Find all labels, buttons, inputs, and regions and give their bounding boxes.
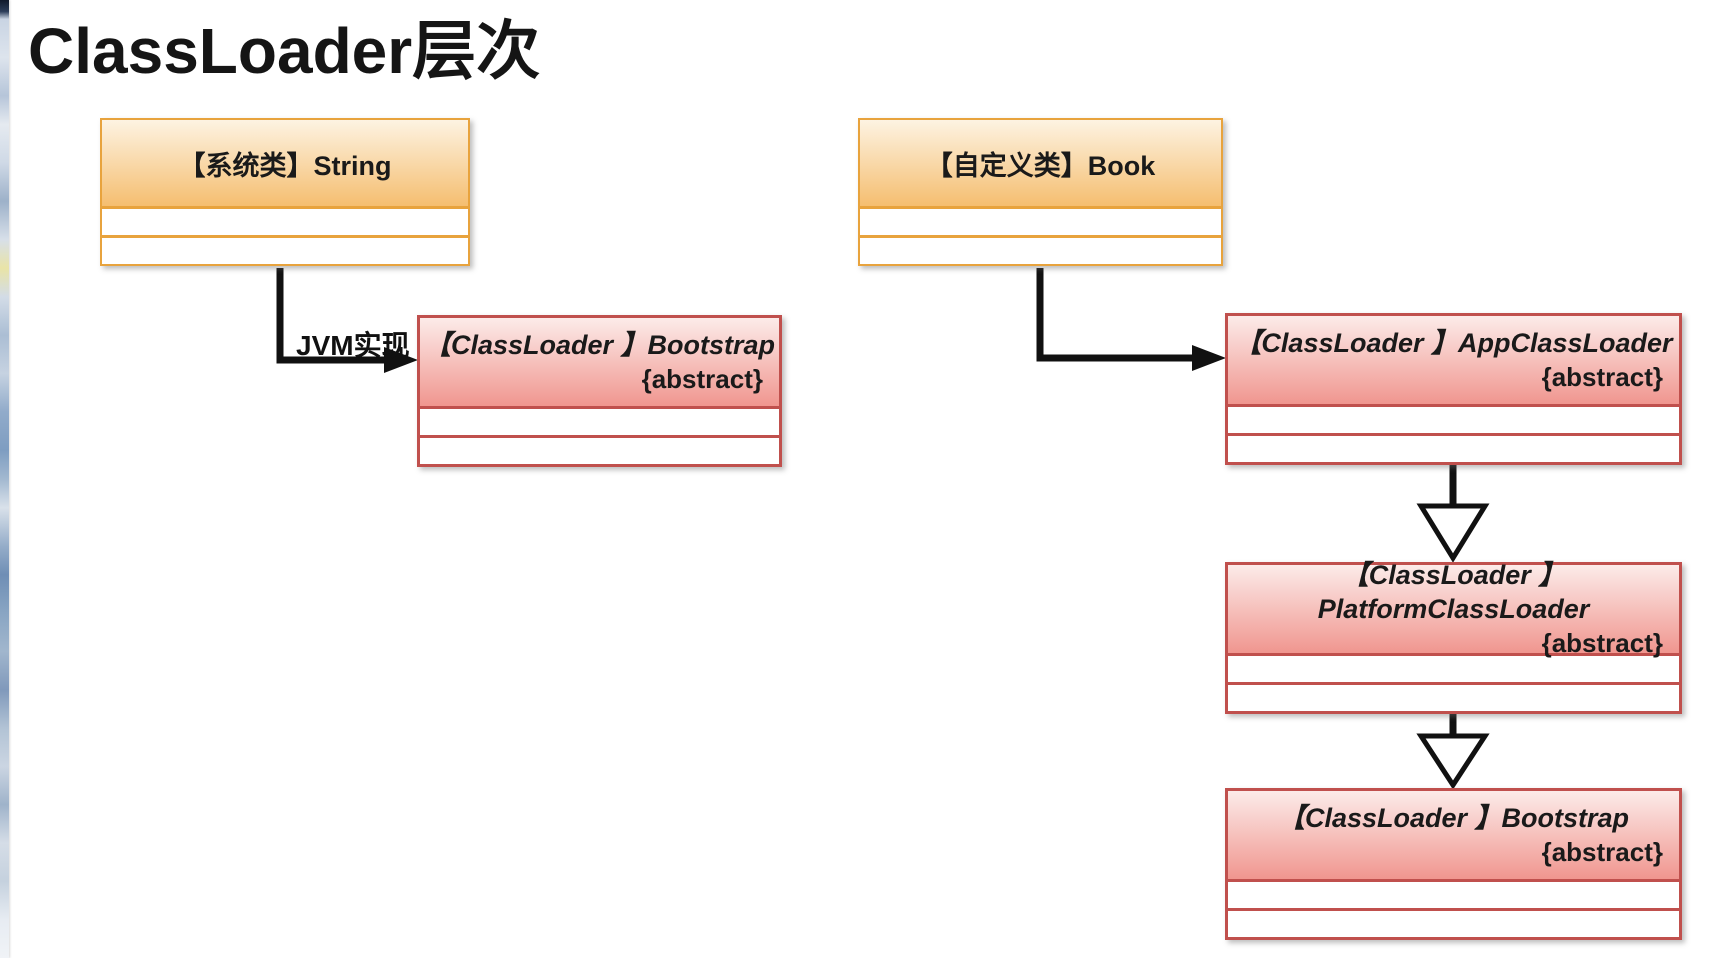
- class-box-book-fields-compartment: [860, 206, 1221, 235]
- class-box-appclassloader-methods-compartment: [1228, 433, 1679, 462]
- hollow-triangle-platform-to-bootstrap: [1416, 733, 1490, 790]
- class-box-bootstrap-bottom-stereotype: {abstract}: [1541, 837, 1663, 867]
- background-texture-strip: [0, 0, 9, 958]
- class-box-bootstrap-left-header: 【ClassLoader 】Bootstrap {abstract}: [420, 318, 779, 406]
- class-box-platformclassloader-fields-compartment: [1228, 653, 1679, 682]
- edge-book-to-appclassloader: [1036, 268, 1194, 362]
- class-box-bootstrap-bottom-fields-compartment: [1228, 879, 1679, 908]
- hollow-triangle-app-to-platform: [1416, 503, 1490, 563]
- class-box-string-title: 【系统类】String: [178, 150, 392, 181]
- class-box-appclassloader-stereotype: {abstract}: [1541, 362, 1663, 392]
- class-box-platformclassloader: 【ClassLoader 】PlatformClassLoader {abstr…: [1225, 560, 1682, 714]
- class-box-book: 【自定义类】Book: [858, 118, 1223, 266]
- class-box-appclassloader-header: 【ClassLoader 】AppClassLoader {abstract}: [1228, 316, 1679, 404]
- class-box-book-header: 【自定义类】Book: [860, 120, 1221, 206]
- class-box-bootstrap-bottom-header: 【ClassLoader 】Bootstrap {abstract}: [1228, 791, 1679, 879]
- class-box-bootstrap-left: 【ClassLoader 】Bootstrap {abstract}: [417, 315, 782, 467]
- class-box-string-fields-compartment: [102, 206, 468, 235]
- class-box-appclassloader-title: 【ClassLoader 】AppClassLoader: [1234, 328, 1673, 358]
- class-box-platformclassloader-title: 【ClassLoader 】PlatformClassLoader: [1317, 560, 1590, 624]
- class-box-bootstrap-left-stereotype: {abstract}: [641, 364, 763, 394]
- class-box-appclassloader-fields-compartment: [1228, 404, 1679, 433]
- class-box-book-methods-compartment: [860, 235, 1221, 264]
- class-box-platformclassloader-methods-compartment: [1228, 682, 1679, 711]
- jvm-edge-label: JVM实现: [296, 330, 410, 361]
- class-box-book-title: 【自定义类】Book: [925, 150, 1156, 181]
- class-box-platformclassloader-header: 【ClassLoader 】PlatformClassLoader {abstr…: [1228, 560, 1679, 658]
- class-box-bootstrap-left-title: 【ClassLoader 】Bootstrap: [423, 330, 776, 360]
- class-box-string-methods-compartment: [102, 235, 468, 264]
- class-box-bootstrap-left-methods-compartment: [420, 435, 779, 464]
- arrowhead-book-to-appclassloader: [1192, 345, 1226, 371]
- class-box-bootstrap-bottom: 【ClassLoader 】Bootstrap {abstract}: [1225, 788, 1682, 940]
- class-box-bootstrap-bottom-title: 【ClassLoader 】Bootstrap: [1277, 803, 1630, 833]
- class-box-string: 【系统类】String: [100, 118, 470, 266]
- class-box-platformclassloader-stereotype: {abstract}: [1541, 628, 1663, 658]
- class-box-string-header: 【系统类】String: [102, 120, 468, 206]
- class-box-bootstrap-bottom-methods-compartment: [1228, 908, 1679, 937]
- slide-title: ClassLoader层次: [28, 15, 541, 87]
- class-box-appclassloader: 【ClassLoader 】AppClassLoader {abstract}: [1225, 313, 1682, 465]
- class-box-bootstrap-left-fields-compartment: [420, 406, 779, 435]
